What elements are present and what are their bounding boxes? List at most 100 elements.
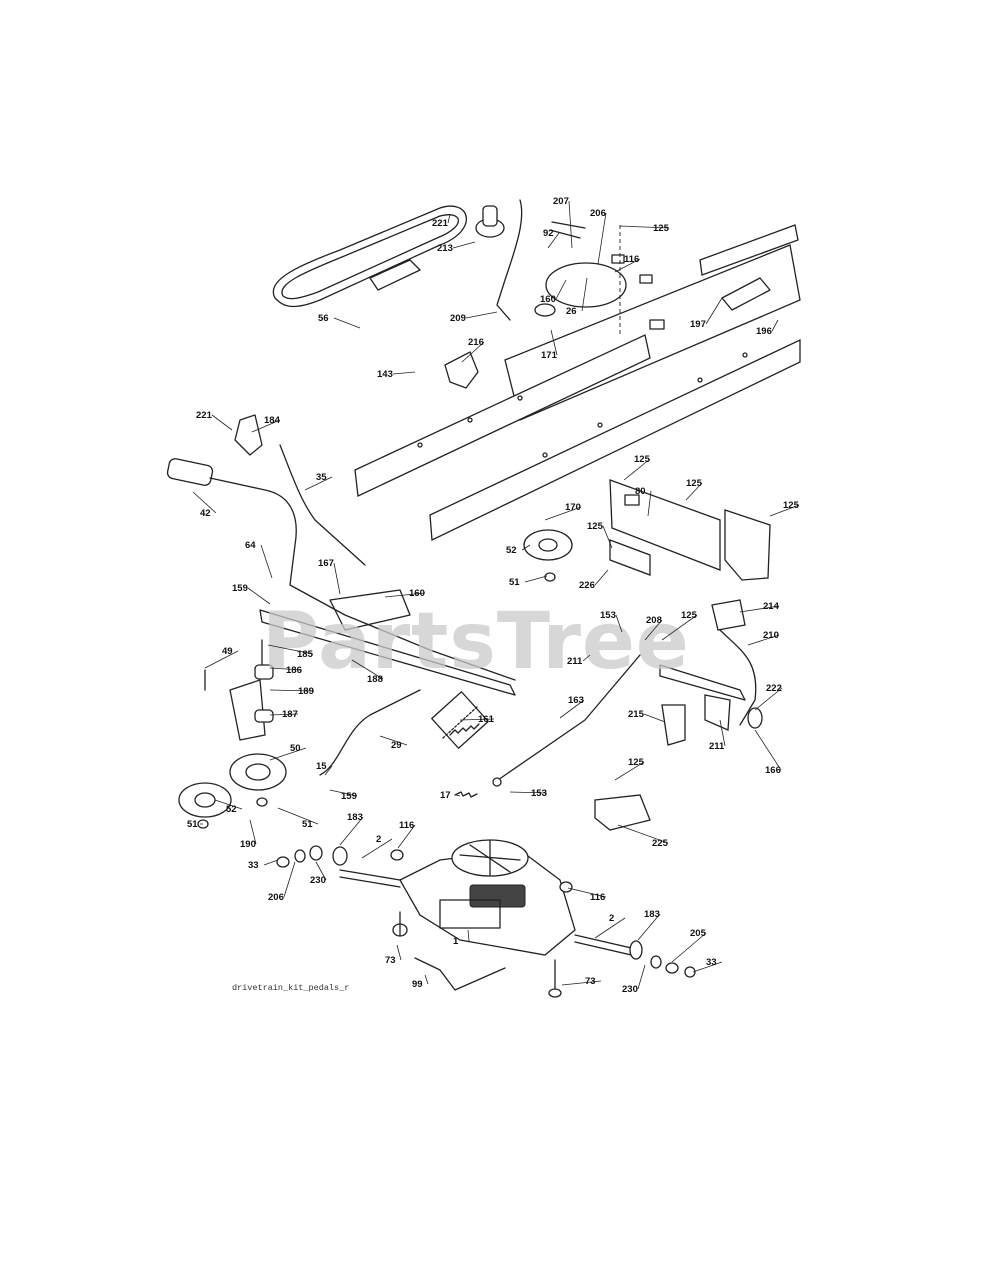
callout-51: 51 [509, 577, 520, 588]
callout-51: 51 [302, 819, 313, 830]
callout-56: 56 [318, 313, 329, 324]
callout-leader [643, 713, 666, 723]
callout-leader [455, 794, 461, 797]
callout-leader [267, 644, 314, 655]
callout-80: 80 [635, 486, 646, 497]
watermark: PartsTree [262, 597, 690, 687]
callout-leader [719, 719, 726, 747]
callout-52: 52 [506, 545, 517, 556]
callout-leader [544, 506, 582, 521]
callout-213: 213 [437, 243, 453, 254]
callout-42: 42 [200, 508, 211, 519]
callout-206: 206 [268, 892, 284, 903]
callout-208: 208 [646, 615, 662, 626]
callout-leader [214, 799, 243, 810]
callout-2: 2 [376, 834, 381, 845]
callout-leader [509, 791, 548, 794]
callout-leader [521, 544, 531, 551]
callout-221: 221 [432, 218, 449, 229]
callout-161: 161 [478, 714, 495, 725]
callout-26: 26 [566, 306, 577, 317]
callout-leader [465, 311, 498, 319]
callout-leader [581, 277, 588, 312]
callout-159: 159 [341, 791, 357, 802]
callout-50: 50 [290, 743, 301, 754]
callout-184: 184 [264, 415, 281, 426]
callout-leader [567, 887, 607, 898]
callout-143: 143 [377, 369, 393, 380]
callout-187: 187 [282, 709, 298, 720]
callout-leader [739, 605, 780, 613]
callout-leader [582, 654, 591, 662]
callout-64: 64 [245, 540, 256, 551]
callout-73: 73 [385, 955, 396, 966]
callout-leader [594, 569, 609, 586]
callout-leader [459, 718, 495, 721]
callout-leader [339, 816, 364, 846]
pedal-assembly [659, 599, 763, 746]
callout-166: 166 [765, 765, 781, 776]
pulleys [178, 529, 573, 829]
callout-210: 210 [763, 630, 779, 641]
callout-116: 116 [590, 892, 605, 903]
callout-185: 185 [297, 649, 314, 660]
callout-leader [397, 824, 416, 849]
idler-bracket [204, 639, 274, 741]
callout-leader [747, 634, 780, 646]
callout-leader [617, 824, 669, 844]
callout-leader [614, 761, 645, 781]
callout-leader [204, 650, 239, 669]
bracket-216 [444, 351, 479, 389]
callout-51: 51 [187, 819, 198, 830]
callout-leader [614, 258, 641, 273]
callout-leader [333, 317, 361, 329]
callout-15: 15 [316, 761, 327, 772]
callout-35: 35 [316, 472, 327, 483]
callout-125: 125 [628, 757, 645, 768]
callout-116: 116 [399, 820, 414, 831]
callout-116: 116 [624, 254, 639, 265]
callout-leader [637, 964, 646, 990]
callout-leader [247, 587, 271, 605]
callout-211: 211 [709, 741, 725, 752]
callout-190: 190 [240, 839, 256, 850]
callout-leader [396, 944, 402, 961]
callout-160: 160 [409, 588, 425, 599]
callout-189: 189 [298, 686, 314, 697]
callout-leader [705, 297, 723, 325]
callout-207: 207 [553, 196, 569, 207]
callout-leader [249, 819, 257, 845]
callout-leader [568, 200, 573, 249]
callout-leader [424, 974, 429, 985]
callout-leader [559, 699, 585, 719]
callout-leader [392, 371, 416, 375]
callout-49: 49 [222, 646, 233, 657]
callout-211: 211 [567, 656, 583, 667]
callout-leader [315, 861, 327, 881]
callout-leader [623, 458, 651, 481]
callout-leader [263, 859, 279, 866]
callout-125: 125 [653, 223, 670, 234]
callout-leader [615, 614, 623, 633]
callout-leader [555, 279, 567, 300]
callout-leader [379, 735, 408, 746]
callout-leader [594, 917, 626, 939]
callout-leader [771, 319, 779, 332]
callout-186: 186 [286, 665, 302, 676]
callout-leader [269, 667, 303, 671]
callout-leader [550, 329, 558, 356]
callout-leader [324, 765, 333, 776]
callout-216: 216 [468, 337, 484, 348]
callout-leader [467, 929, 470, 942]
callout-1: 1 [453, 936, 459, 947]
callout-leader [661, 614, 698, 641]
callout-230: 230 [310, 875, 326, 886]
callout-33: 33 [248, 860, 259, 871]
shift-rod [475, 199, 586, 321]
callout-183: 183 [347, 812, 363, 823]
callout-leader [333, 562, 341, 595]
callout-188: 188 [367, 674, 383, 685]
callout-leader [269, 713, 299, 716]
